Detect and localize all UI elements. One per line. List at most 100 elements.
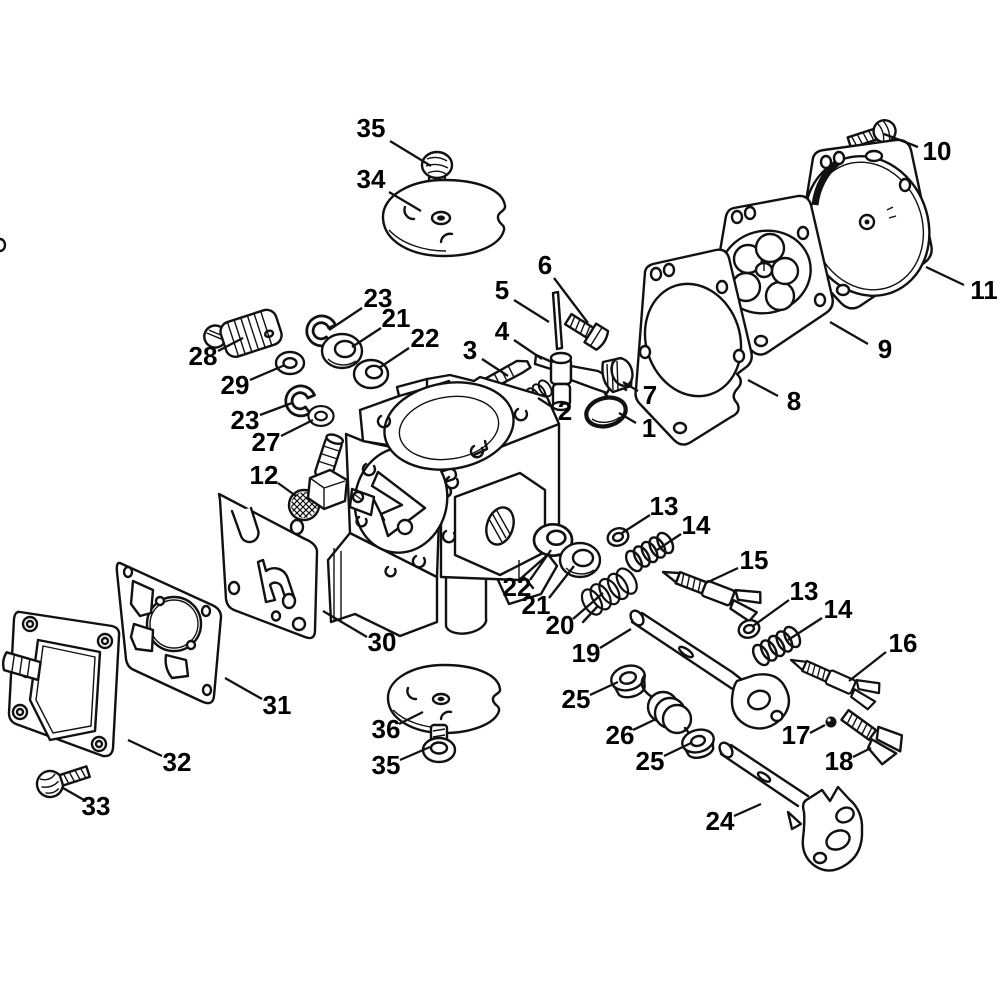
leader-17 xyxy=(809,723,826,735)
part-choke-shaft-24 xyxy=(718,741,864,872)
part-label-13-left: 13 xyxy=(650,491,679,521)
part-label-25-bottom: 25 xyxy=(636,746,665,776)
leader-21-top xyxy=(351,327,382,348)
part-label-19: 19 xyxy=(572,638,601,668)
leader-10 xyxy=(883,132,919,149)
part-oring-13-right xyxy=(735,616,763,642)
leader-26 xyxy=(632,717,657,732)
leader-33 xyxy=(62,787,85,801)
leader-6 xyxy=(553,277,589,324)
part-label-21-top: 21 xyxy=(382,303,411,333)
part-label-33: 33 xyxy=(82,791,111,821)
leader-lines xyxy=(62,132,965,818)
leader-16 xyxy=(848,651,887,682)
part-adjustment-screw-16 xyxy=(784,645,884,712)
leader-35-top xyxy=(389,140,432,167)
part-label-27: 27 xyxy=(252,427,281,457)
leader-2 xyxy=(537,397,553,408)
part-plug-1 xyxy=(584,395,628,429)
part-washer-27 xyxy=(307,405,335,427)
leader-12 xyxy=(277,482,297,497)
part-label-18: 18 xyxy=(825,746,854,776)
part-threaded-plug-28 xyxy=(203,308,283,358)
part-cap-25-top xyxy=(610,664,646,699)
part-label-26: 26 xyxy=(606,720,635,750)
part-label-2: 2 xyxy=(558,396,572,426)
part-label-10: 10 xyxy=(923,136,952,166)
leader-19 xyxy=(599,628,632,649)
part-label-17: 17 xyxy=(782,720,811,750)
part-label-24: 24 xyxy=(706,806,735,836)
part-label-15: 15 xyxy=(740,545,769,575)
leader-31 xyxy=(224,676,263,701)
part-label-6: 6 xyxy=(538,250,552,280)
part-label-22-mid: 22 xyxy=(503,572,532,602)
part-pump-gasket-31 xyxy=(115,561,223,705)
part-label-36: 36 xyxy=(372,714,401,744)
part-label-9: 9 xyxy=(878,334,892,364)
leader-20 xyxy=(572,592,604,620)
part-label-35-bottom: 35 xyxy=(372,750,401,780)
part-cover-disc-36 xyxy=(386,663,502,735)
part-spring-20 xyxy=(576,563,643,624)
part-cover-disc-34 xyxy=(381,178,507,258)
part-label-13-right: 13 xyxy=(790,576,819,606)
leader-8 xyxy=(747,378,779,398)
leader-32 xyxy=(127,738,163,758)
part-pump-cover-32 xyxy=(1,610,121,758)
part-spring-14-left xyxy=(621,529,678,575)
part-screw-33 xyxy=(35,765,91,799)
leader-35-bottom xyxy=(399,745,431,762)
leader-25-top xyxy=(589,680,619,697)
part-carburetor-body xyxy=(306,373,561,638)
leader-14-left xyxy=(656,533,682,551)
part-label-29: 29 xyxy=(221,370,250,400)
part-labels: 35 34 10 11 9 8 6 5 4 3 2 7 1 23 21 22 2… xyxy=(82,113,998,836)
part-label-20: 20 xyxy=(546,610,575,640)
leader-34 xyxy=(388,191,422,212)
part-label-14-right: 14 xyxy=(824,594,853,624)
leader-18 xyxy=(852,746,872,759)
part-label-3: 3 xyxy=(463,335,477,365)
part-screw-6 xyxy=(563,312,610,351)
part-label-30: 30 xyxy=(368,627,397,657)
part-washer-29 xyxy=(274,350,306,376)
part-ball-17 xyxy=(825,716,837,728)
part-label-23-top: 23 xyxy=(364,283,393,313)
leader-3 xyxy=(481,358,509,377)
part-label-1: 1 xyxy=(642,413,656,443)
part-label-25-top: 25 xyxy=(562,684,591,714)
part-diaphragm-cover-11 xyxy=(0,138,933,310)
leader-28 xyxy=(217,336,244,353)
part-washer-25-bottom xyxy=(681,728,715,759)
part-label-7: 7 xyxy=(643,380,657,410)
leader-14-right xyxy=(787,617,823,641)
leader-4 xyxy=(513,339,543,360)
part-label-35-top: 35 xyxy=(357,113,386,143)
part-label-4: 4 xyxy=(495,316,510,346)
part-label-8: 8 xyxy=(787,386,801,416)
part-label-32: 32 xyxy=(163,747,192,777)
part-bearing-21-mid xyxy=(558,541,602,579)
leader-36 xyxy=(398,710,424,726)
leader-13-right xyxy=(752,599,790,627)
part-label-22-top: 22 xyxy=(411,323,440,353)
part-torsion-spring-26 xyxy=(640,674,698,744)
leader-23-top xyxy=(328,307,363,331)
part-wing-screw-18 xyxy=(840,708,904,766)
part-label-28: 28 xyxy=(189,341,218,371)
leader-21-mid xyxy=(548,565,575,599)
leader-27 xyxy=(280,418,314,438)
part-label-16: 16 xyxy=(889,628,918,658)
part-label-12: 12 xyxy=(250,460,279,490)
leader-15 xyxy=(705,566,739,585)
leader-22-top xyxy=(378,347,410,369)
part-pump-diaphragm-30 xyxy=(217,492,319,640)
leader-7 xyxy=(622,381,639,392)
part-gasket-8 xyxy=(634,248,753,446)
leader-13-left xyxy=(621,514,651,534)
part-label-23-bottom: 23 xyxy=(231,405,260,435)
part-throttle-shaft-19 xyxy=(629,609,791,730)
